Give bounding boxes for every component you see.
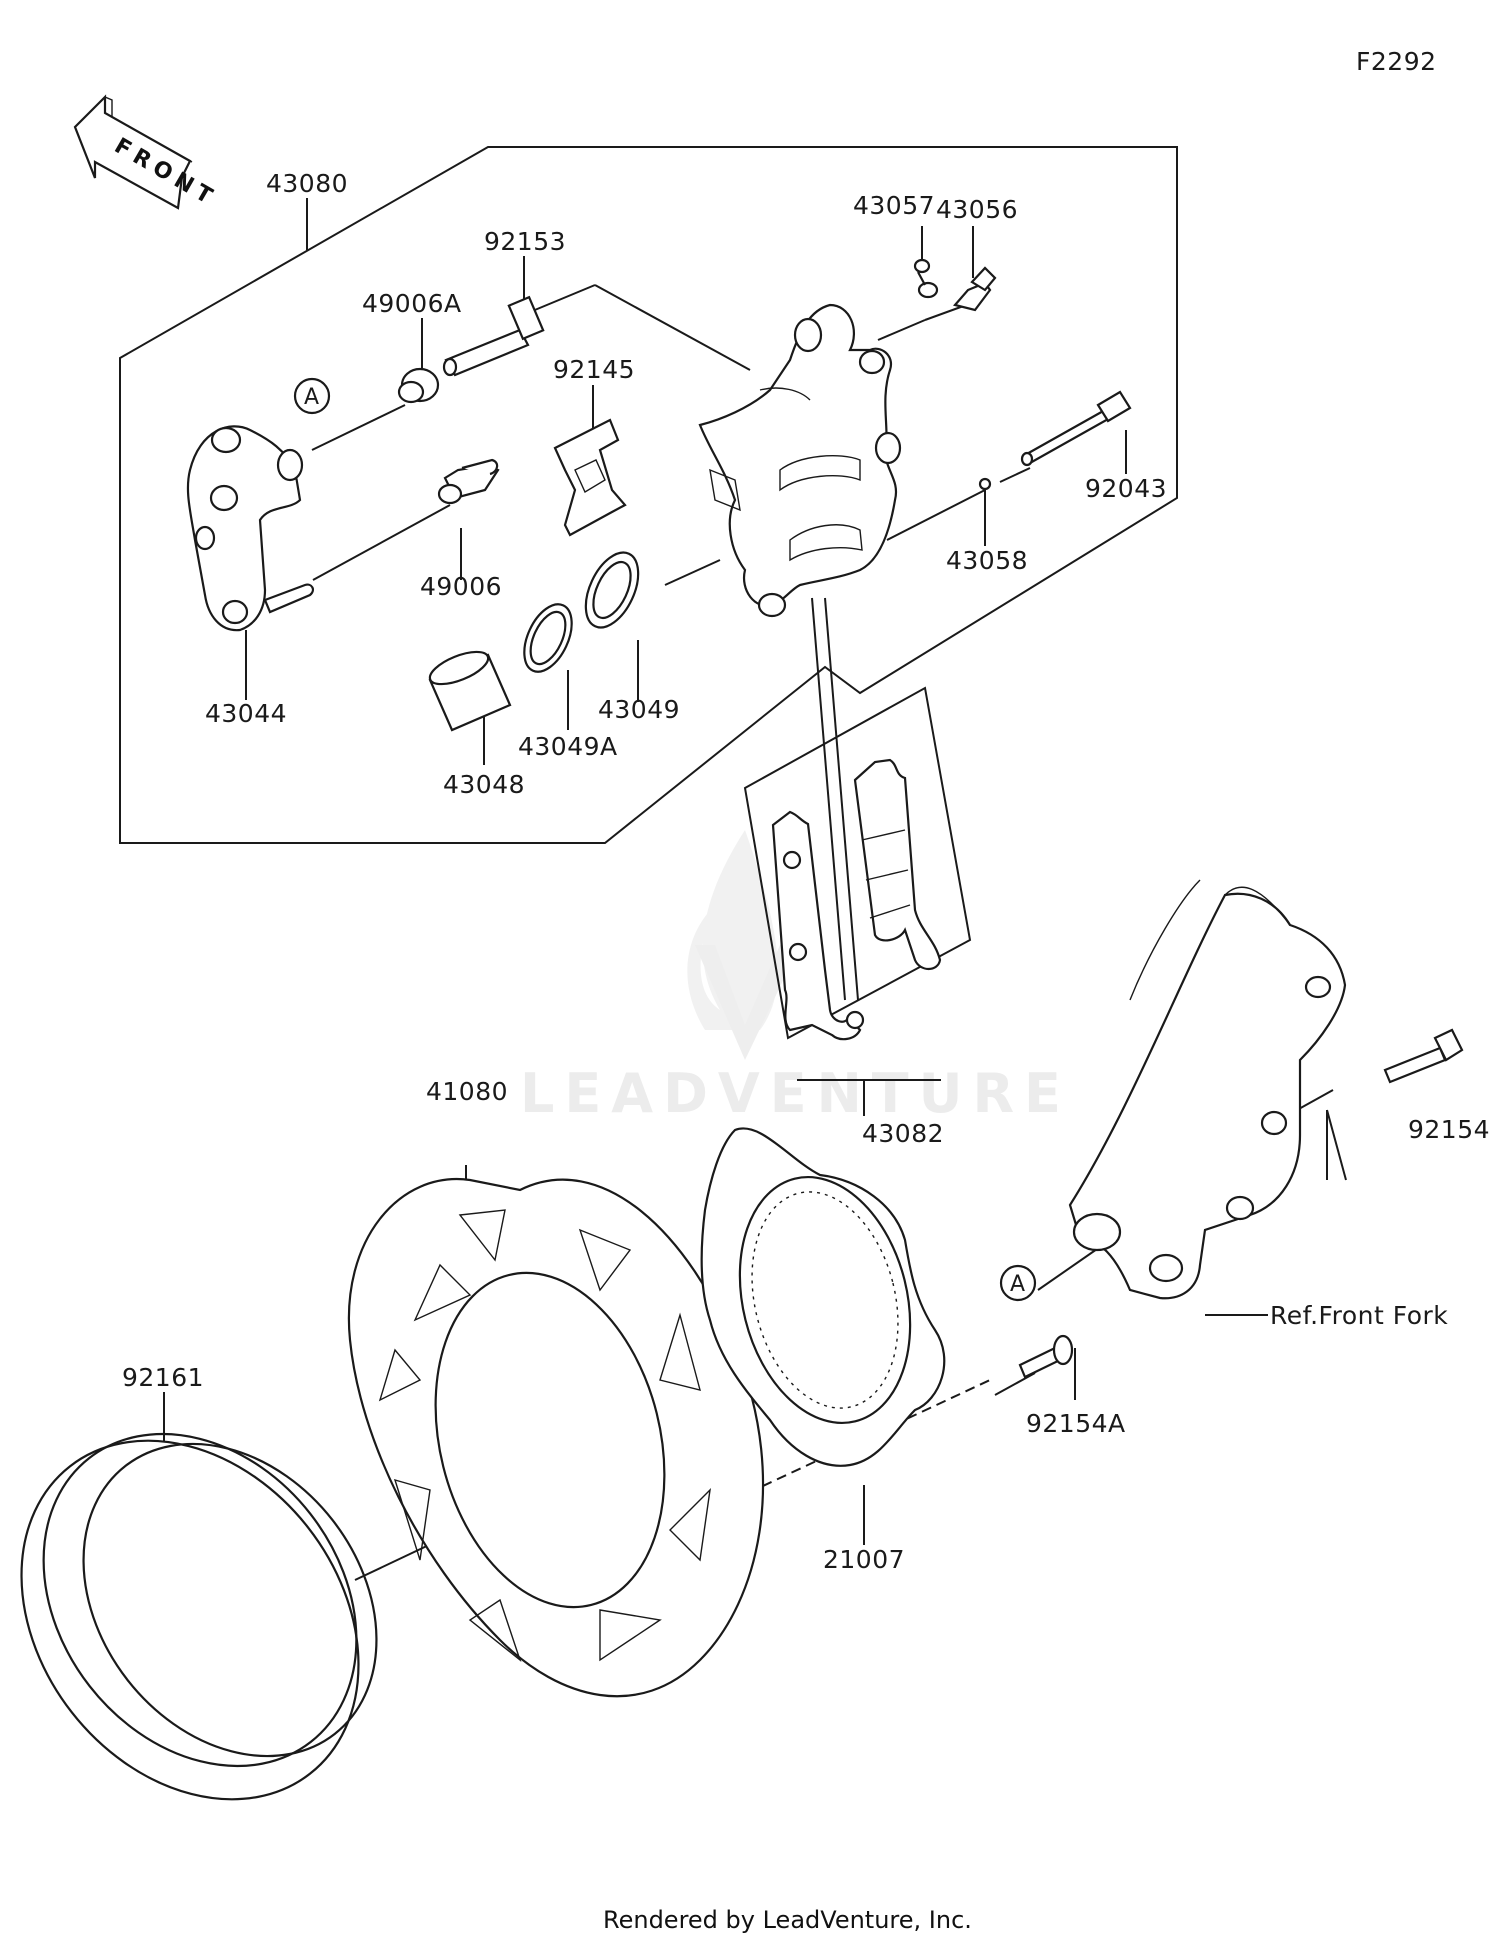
caliper-bolt-92154	[1383, 1028, 1464, 1084]
brake-pad-front	[771, 810, 865, 1041]
callout-a-top: A	[293, 377, 331, 415]
bleeder-cap-43057	[913, 258, 939, 299]
caliper-body	[698, 303, 902, 618]
piston-seal-43049	[584, 551, 640, 629]
pad-pin-92043	[1020, 390, 1132, 467]
pin-92153	[442, 295, 545, 377]
spring-plate-92145	[553, 418, 627, 537]
brake-disc	[347, 1177, 765, 1698]
label-92153: 92153	[484, 227, 566, 256]
label-41080: 41080	[426, 1077, 508, 1106]
label-43056: 43056	[936, 195, 1018, 224]
label-92043: 92043	[1085, 474, 1167, 503]
callout-a-fork: A	[999, 1264, 1037, 1302]
svg-text:A: A	[1010, 1272, 1025, 1297]
o-ring-43058	[978, 477, 992, 491]
wheel-ring	[20, 1432, 378, 1801]
svg-text:A: A	[304, 385, 319, 410]
dust-seal-43049a	[523, 603, 573, 673]
abs-pulser-ring	[700, 1127, 946, 1467]
watermark-text: LEADVENTURE	[520, 1062, 1071, 1125]
label-43058: 43058	[946, 546, 1028, 575]
bleed-valve-43056	[952, 266, 997, 312]
front-arrow-icon: FRONT	[73, 94, 221, 212]
label-43057: 43057	[853, 191, 935, 220]
label-43082: 43082	[862, 1119, 944, 1148]
label-21007: 21007	[823, 1545, 905, 1574]
front-fork-leg	[1068, 879, 1347, 1300]
label-49006: 49006	[420, 572, 502, 601]
ref-front-fork-label: Ref.Front Fork	[1270, 1301, 1448, 1330]
bolt-49006	[437, 458, 500, 505]
label-43048: 43048	[443, 770, 525, 799]
brake-pad-rear	[853, 758, 942, 971]
disc-bolt-92154a	[1018, 1334, 1074, 1379]
label-92145: 92145	[553, 355, 635, 384]
leadventure-watermark: LEADVENTURE	[520, 830, 1071, 1125]
label-92154: 92154	[1408, 1115, 1490, 1144]
footer-credit: Rendered by LeadVenture, Inc.	[603, 1906, 972, 1934]
caliper-assembly-frame	[119, 146, 1178, 844]
piston-43048	[428, 650, 512, 732]
label-43049a: 43049A	[518, 732, 618, 761]
bush-49006a	[397, 367, 440, 404]
label-43044: 43044	[205, 699, 287, 728]
label-49006a: 49006A	[362, 289, 462, 318]
figure-id: F2292	[1356, 47, 1437, 76]
label-43049: 43049	[598, 695, 680, 724]
label-43080: 43080	[266, 169, 348, 198]
label-92161: 92161	[122, 1363, 204, 1392]
caliper-bracket	[186, 425, 314, 632]
brake-pad-frame	[743, 686, 972, 1040]
label-92154a: 92154A	[1026, 1409, 1126, 1438]
